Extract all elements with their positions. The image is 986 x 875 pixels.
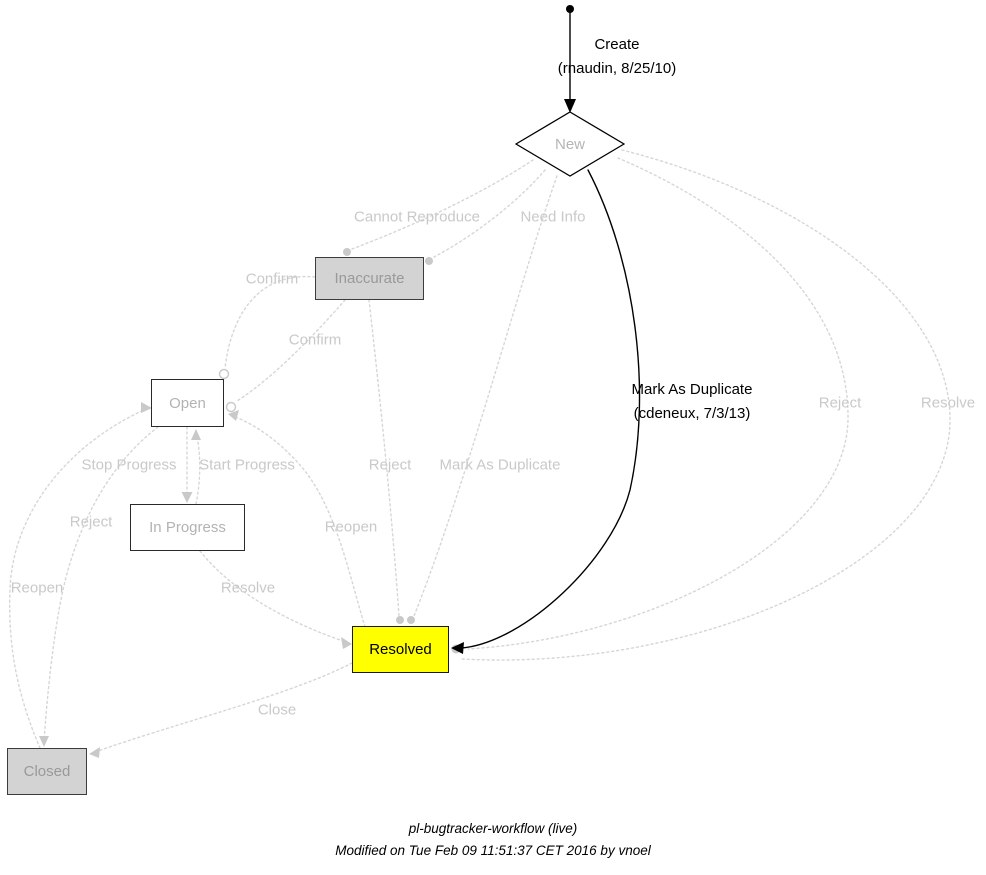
- edge-resolve-right-label: Resolve: [920, 394, 976, 412]
- edge-mark-as-duplicate-label: Mark As Duplicate (cdeneux, 7/3/13): [632, 378, 753, 426]
- node-new-label: New: [554, 135, 585, 153]
- endpoint-dot: [396, 616, 404, 624]
- edge-reopen-left-label: Reopen: [10, 579, 64, 597]
- edge-mark-as-duplicate-label-action: Mark As Duplicate: [631, 381, 753, 398]
- edge-create-label-meta: (rnaudin, 8/25/10): [557, 60, 677, 77]
- endpoint-dot: [407, 616, 415, 624]
- node-closed: Closed: [7, 748, 87, 795]
- node-closed-label: Closed: [23, 763, 71, 780]
- arrowhead-reopen-mid: [228, 410, 239, 421]
- edge-reject-left-label: Reject: [69, 513, 113, 531]
- arrowhead-mark-as-duplicate: [451, 642, 464, 654]
- diagram-title: pl-bugtracker-workflow (live): [408, 821, 578, 836]
- edge-resolve-mid-path: [199, 550, 347, 643]
- edge-mark-as-duplicate-gray-label: Mark As Duplicate: [439, 456, 561, 474]
- edge-confirm-left-path: [224, 275, 316, 369]
- edge-reject-right-label: Reject: [818, 394, 862, 412]
- edge-reopen-left-path: [9, 408, 147, 749]
- edge-stop-progress-label: Stop Progress: [81, 456, 177, 474]
- diagram-modified: Modified on Tue Feb 09 11:51:37 CET 2016…: [335, 843, 651, 858]
- arrowhead-start-progress: [181, 492, 193, 503]
- node-resolved: Resolved: [352, 626, 449, 673]
- edge-resolve-right-path: [461, 149, 951, 661]
- edge-reopen-mid-path: [232, 415, 366, 628]
- edge-create-label-action: Create: [594, 36, 640, 53]
- edge-confirm-mid-path: [236, 299, 346, 402]
- edge-cannot-reproduce-label: Cannot Reproduce: [354, 208, 480, 226]
- node-new: New: [515, 111, 625, 177]
- edge-confirm-mid-label: Confirm: [288, 331, 342, 349]
- edge-close-label: Close: [257, 701, 297, 719]
- node-inaccurate-label: Inaccurate: [334, 270, 405, 287]
- open-endpoint-circle: [225, 401, 237, 413]
- edge-start-progress-label: Start Progress: [199, 456, 295, 474]
- node-open-label: Open: [169, 394, 206, 412]
- endpoint-dot: [343, 248, 351, 256]
- edge-need-info-label: Need Info: [520, 208, 586, 226]
- node-resolved-label: Resolved: [369, 641, 432, 658]
- edge-mark-as-duplicate-gray-path: [413, 175, 558, 617]
- edge-create-label: Create (rnaudin, 8/25/10): [558, 33, 676, 81]
- edge-reject-right-path: [467, 157, 849, 650]
- edge-close-path: [94, 662, 353, 753]
- edge-reject-mid-path: [368, 299, 400, 617]
- start-dot: [566, 5, 574, 13]
- diamond-shape: [515, 111, 625, 177]
- endpoint-dot: [425, 257, 433, 265]
- arrowhead-create: [564, 99, 576, 113]
- edge-mark-as-duplicate-black-path: [461, 169, 641, 649]
- node-open: Open: [151, 379, 224, 427]
- edge-reopen-mid-label: Reopen: [324, 518, 378, 536]
- edge-need-info-path: [433, 169, 546, 258]
- edge-cannot-reproduce-path: [351, 159, 534, 250]
- arrowhead-resolve-mid: [341, 637, 352, 649]
- node-inaccurate: Inaccurate: [315, 257, 424, 300]
- node-in-progress-label: In Progress: [149, 519, 226, 536]
- edge-reject-mid-label: Reject: [368, 456, 412, 474]
- open-endpoint-circle: [218, 368, 230, 380]
- node-in-progress: In Progress: [130, 504, 245, 551]
- edge-resolve-mid-label: Resolve: [220, 579, 276, 597]
- arrowhead-close: [89, 747, 100, 758]
- edge-reject-left-path: [43, 426, 159, 743]
- edge-mark-as-duplicate-label-meta: (cdeneux, 7/3/13): [633, 405, 751, 422]
- arrowhead-stop-progress: [191, 429, 201, 440]
- edge-confirm-left-label: Confirm: [245, 270, 299, 288]
- diagram-caption: pl-bugtracker-workflow (live) Modified o…: [0, 818, 986, 862]
- arrowhead-reject-left: [39, 736, 49, 747]
- arrowhead-reopen-left: [141, 402, 152, 413]
